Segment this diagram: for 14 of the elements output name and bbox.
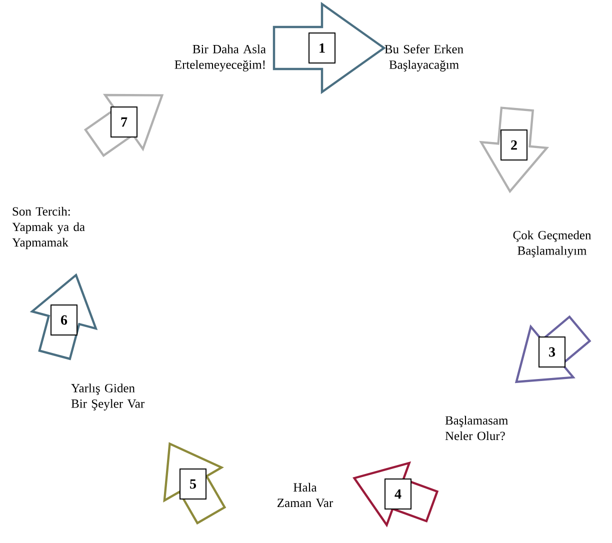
number-box: 6 <box>50 304 78 336</box>
step-label: Başlamasam Neler Olur? <box>445 416 508 440</box>
number-box: 4 <box>384 478 412 510</box>
step-label: Son Tercih: Yapmak ya da Yapmamak <box>12 206 85 250</box>
number-box: 1 <box>308 32 336 64</box>
step-label: Hala Zaman Var <box>278 482 334 508</box>
number-box: 3 <box>538 336 566 368</box>
step-label: Bir Daha Asla Ertelemeyeceğim! <box>174 44 266 72</box>
number-box: 5 <box>180 468 206 500</box>
step-label: Bu Sefer Erken Başlayacağım <box>384 44 464 72</box>
number-box: 7 <box>110 106 138 138</box>
step-label: Yarlış Giden Bir Şeyler Var <box>71 384 144 410</box>
number-box: 2 <box>500 130 528 160</box>
step-label: Çok Geçmeden Başlamalıyım <box>513 230 592 258</box>
